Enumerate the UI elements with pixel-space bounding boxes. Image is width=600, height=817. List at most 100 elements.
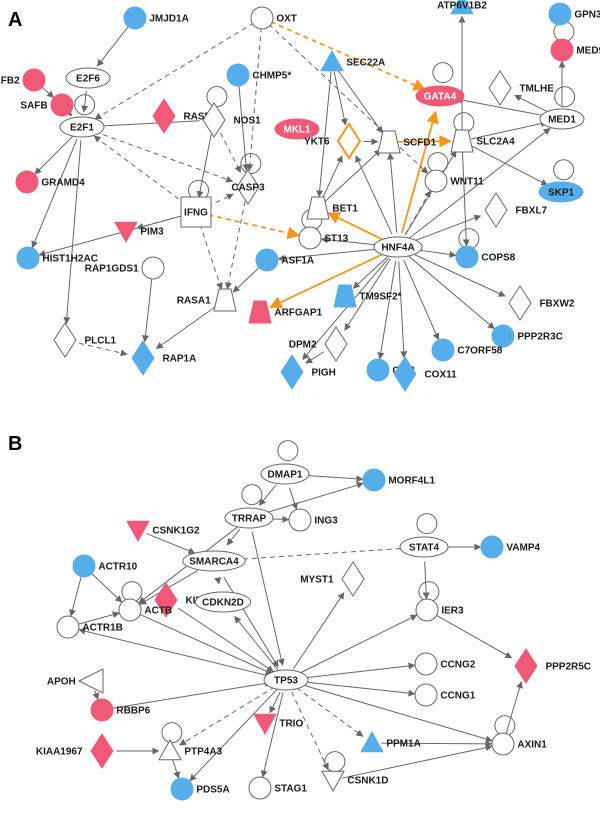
- node-kiaa1967: KIAA1967: [36, 733, 114, 769]
- ellipse-shape: [260, 463, 310, 485]
- self-loop-skp1: [553, 159, 575, 181]
- edge-bet1-to-scfd1: [324, 149, 382, 203]
- diamond-shape: [131, 340, 155, 376]
- self-loop-nos1: [206, 86, 228, 108]
- node-label-kiaa1967: KIAA1967: [36, 747, 83, 758]
- self-loop-med1: [554, 86, 576, 108]
- node-label-rasd1: RASD1: [183, 112, 217, 123]
- node-rasd1: RASD1: [152, 98, 218, 134]
- node-actr1b: ACTR1B: [56, 615, 123, 639]
- edge-stat4-to-smarca4: [233, 547, 410, 563]
- circle-shape: [56, 615, 80, 639]
- edge-hnf4a-to-cox11: [398, 261, 408, 359]
- edge-nos1-to-ifng: [196, 134, 212, 199]
- node-trio: TRIO: [253, 713, 303, 736]
- edge-dmap1-to-ing3: [288, 487, 298, 510]
- edge-hnf4a-to-scfd1: [387, 152, 398, 233]
- circle-shape: [226, 63, 250, 87]
- edge-axin1-to-ppp2r5c: [505, 681, 523, 736]
- node-label-atp6v1b2: ATP6V1B2: [437, 1, 487, 12]
- node-label-gramd4: GRAMD4: [41, 178, 85, 189]
- node-hist1h2ac: HIST1H2AC: [16, 246, 98, 270]
- node-label-hnf4a: HNF4A: [381, 243, 414, 254]
- edge-rbbp6-to-tp53: [111, 680, 272, 709]
- edge-smarca4-to-tp53: [223, 576, 279, 668]
- node-label-trio: TRIO: [279, 719, 303, 730]
- node-stag1: STAG1: [248, 776, 307, 800]
- node-label-stag1: STAG1: [274, 784, 307, 795]
- diamond-shape: [393, 356, 417, 392]
- node-label-stat4: STAT4: [409, 543, 440, 554]
- node-label-wnt11: WNT11: [450, 177, 484, 188]
- edge-hnf4a-to-dpm2: [344, 258, 391, 331]
- edge-e2f1-to-hist1h2ac: [31, 139, 78, 249]
- edge-hnf4a-to-c7orf58: [403, 259, 440, 341]
- node-pigh: PIGH: [280, 354, 336, 390]
- edge-nos1-to-casp3: [220, 132, 242, 173]
- node-label-nos1: NOS1: [233, 116, 261, 127]
- trapezoid-shape: [213, 288, 237, 312]
- node-label-rasa1: RASA1: [177, 296, 211, 307]
- node-label-ptp4a3: PTP4A3: [184, 747, 222, 758]
- node-label-fbxw2: FBXW2: [539, 299, 574, 310]
- edge-hnf4a-to-fbxl7: [411, 214, 482, 243]
- circle-shape: [362, 468, 386, 492]
- edge-nos1-to-e2f1: [96, 120, 200, 130]
- edge-trrap-to-smarca4: [226, 528, 241, 546]
- node-ppp2r5c: PPP2R5C: [514, 648, 591, 684]
- node-label-cox11: COX11: [424, 370, 457, 381]
- triangle-shape: [320, 49, 344, 72]
- triangle-down-shape: [126, 520, 150, 543]
- edge-ifng-to-st13: [208, 213, 301, 240]
- edge-tp53-to-myst1: [292, 592, 345, 670]
- node-label-cops8: COPS8: [481, 253, 515, 264]
- node-label-gata4: GATA4: [424, 92, 457, 103]
- edge-tp53-to-stag1: [260, 692, 284, 778]
- triangle-left-shape: [77, 668, 104, 694]
- trapezoid-shape: [450, 129, 474, 153]
- edge-dmap1-to-trrap: [258, 484, 277, 506]
- node-c7orf58: C7ORF58: [431, 338, 503, 362]
- node-label-skp1: SKP1: [548, 188, 575, 199]
- node-label-jmjd1a: JMJD1A: [149, 14, 188, 25]
- edge-sec22a-to-bet1: [316, 71, 332, 198]
- node-hnf4a: HNF4A: [373, 236, 423, 258]
- node-e2f1: E2F1: [59, 116, 105, 138]
- node-cdkn2d: CDKN2D: [194, 591, 252, 613]
- node-cops8: COPS8: [455, 245, 516, 269]
- node-chmp5: CHMP5*: [226, 63, 291, 87]
- node-label-st13: ST13: [324, 234, 348, 245]
- node-scfd1: SCFD1: [377, 130, 437, 154]
- edge-trrap-to-tp53: [251, 531, 285, 666]
- edge-chmp5-to-casp3: [238, 84, 250, 172]
- self-loop-wnt11: [427, 152, 449, 174]
- node-axin1: AXIN1: [491, 732, 547, 756]
- circle-shape: [255, 248, 279, 272]
- node-label-morf4l1: MORF4L1: [388, 476, 435, 487]
- node-rasa1: RASA1: [177, 288, 237, 312]
- edge-hnf4a-to-gata4: [400, 110, 439, 234]
- edge-tp53-to-ppm1a: [296, 687, 364, 737]
- edge-tp53-to-cdkn2d: [234, 615, 279, 671]
- node-label-tm9sf2: TM9SF2*: [359, 292, 401, 303]
- edge-ifng-to-hist1h2ac: [38, 214, 184, 257]
- circle-shape: [491, 324, 515, 348]
- diamond-shape: [508, 285, 532, 321]
- node-atp6v1b2: ATP6V1B2: [437, 0, 487, 15]
- ellipse-shape: [224, 507, 274, 529]
- node-label-myst1: MYST1: [300, 575, 334, 586]
- edge-scfd1-to-slc2a4: [398, 135, 452, 148]
- node-label-chmp5: CHMP5*: [252, 71, 291, 82]
- circle-shape: [22, 68, 46, 92]
- node-label-casp3: CASP3: [231, 183, 265, 194]
- ellipse-shape: [274, 118, 320, 140]
- edge-e2f1-to-plcl1: [63, 140, 82, 325]
- edge-rap1gds1-to-rap1a: [142, 277, 153, 343]
- node-st13: ST13: [298, 226, 349, 250]
- self-loop-ptp4a3: [161, 722, 183, 744]
- edge-tp53-to-ccng1: [299, 680, 416, 697]
- triangle-shape: [158, 738, 182, 761]
- triangle-shape: [450, 0, 474, 15]
- self-loop-actb: [121, 581, 143, 603]
